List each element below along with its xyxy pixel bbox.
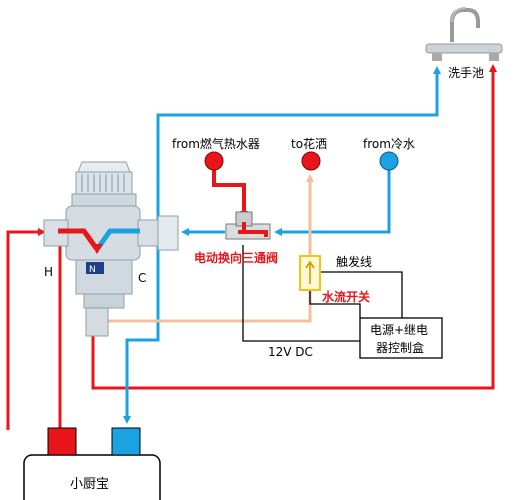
cold-source-label: from冷水 bbox=[363, 137, 415, 151]
cold-pipe-to-sink bbox=[156, 66, 441, 230]
control-box-line2: 器控制盒 bbox=[376, 340, 424, 355]
shower-node bbox=[301, 151, 321, 171]
boiler-hot-port bbox=[47, 427, 77, 456]
cold-pipe-from-cold-source bbox=[274, 168, 391, 236]
sink-faucet-icon bbox=[425, 7, 503, 61]
hot-pipe-left-loop bbox=[8, 232, 60, 430]
cold-label: C bbox=[138, 271, 146, 285]
hot-pipe-boiler-to-valve bbox=[34, 230, 62, 435]
flow-switch-arrow-icon bbox=[305, 260, 315, 284]
shower-label: to花洒 bbox=[291, 136, 327, 151]
hot-label: H bbox=[44, 265, 53, 279]
valve-label: 电动换向三通阀 bbox=[194, 250, 278, 265]
dc-wire bbox=[242, 245, 360, 342]
flow-switch-wire bbox=[309, 290, 361, 318]
cold-source-node bbox=[379, 151, 399, 171]
boiler-label: 小厨宝 bbox=[70, 477, 109, 492]
mixed-pipe-to-shower bbox=[108, 174, 314, 323]
three-way-valve-icon bbox=[225, 211, 271, 240]
sink-label: 洗手池 bbox=[448, 66, 484, 80]
hot-pipe-from-gas-heater bbox=[212, 168, 248, 219]
dc-label: 12V DC bbox=[268, 345, 313, 359]
control-box bbox=[359, 317, 443, 359]
svg-text:N: N bbox=[89, 265, 96, 275]
mixing-valve-icon: N bbox=[43, 161, 179, 337]
gas-heater-label: from燃气热水器 bbox=[172, 136, 260, 151]
trigger-line-label: 触发线 bbox=[336, 254, 372, 269]
boiler-body bbox=[23, 454, 161, 500]
boiler-cold-port bbox=[111, 427, 141, 456]
hot-pipe-return-to-sink bbox=[91, 64, 497, 390]
cold-pipe-to-boiler bbox=[123, 245, 160, 424]
flow-switch-label: 水流开关 bbox=[322, 289, 370, 304]
gas-heater-node bbox=[204, 151, 224, 171]
control-box-line1: 电源+继电 bbox=[370, 323, 428, 337]
hot-pipe-left-vertical bbox=[6, 228, 46, 430]
trigger-wire bbox=[318, 271, 403, 318]
